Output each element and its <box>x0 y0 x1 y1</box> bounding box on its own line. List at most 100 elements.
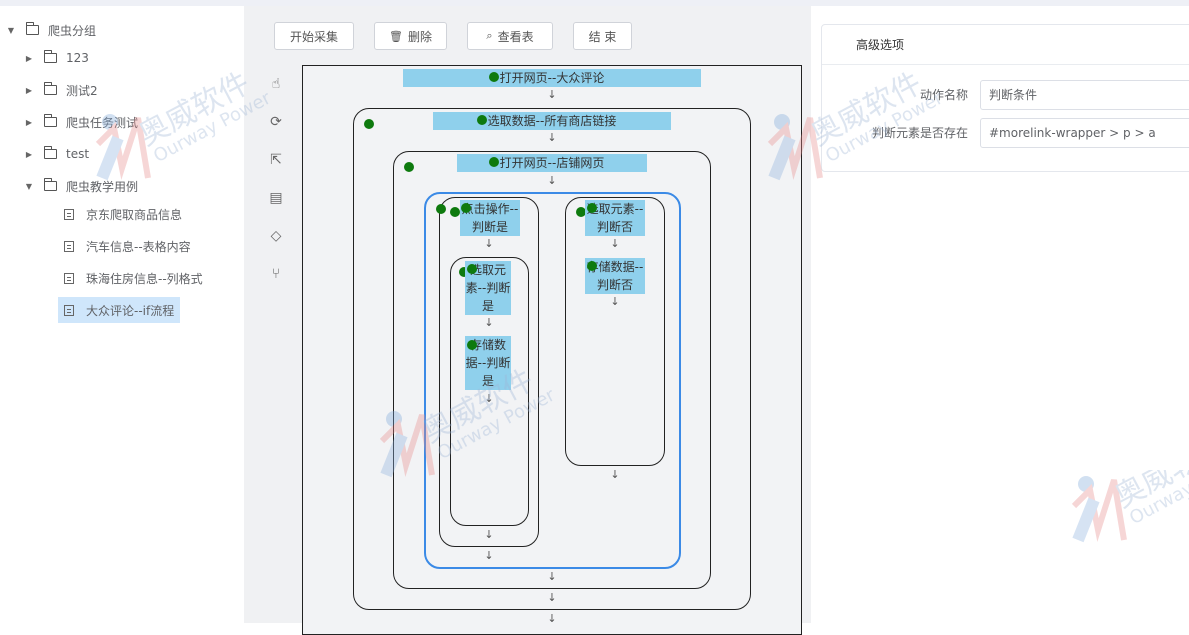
caret-right-icon[interactable]: ▶ <box>25 117 33 127</box>
flow-step-open-page[interactable]: 打开网页--大众评论 <box>403 69 701 87</box>
status-dot <box>587 261 597 271</box>
open-page-container[interactable] <box>393 151 711 589</box>
view-table-label: 查看表 <box>497 29 534 44</box>
status-dot <box>450 207 460 217</box>
folder-open-icon <box>44 178 57 191</box>
trash-icon: 🗑 <box>389 29 403 43</box>
document-icon <box>64 240 74 252</box>
delete-button[interactable]: 🗑 删除 <box>374 22 447 50</box>
arrow-down-icon: ↓ <box>610 295 620 308</box>
status-dot <box>436 204 446 214</box>
tree-folder-label: 测试2 <box>66 83 98 98</box>
tree-folder[interactable]: ▶ test <box>24 141 89 167</box>
folder-icon <box>44 82 57 95</box>
tree-task[interactable]: 汽车信息--表格内容 <box>64 233 191 259</box>
flow-step-label: 存储数据--判断是 <box>465 338 511 388</box>
element-exists-row: 判断元素是否存在 #morelink-wrapper > p > a <box>822 118 1189 148</box>
branch-icon[interactable]: ⑂ <box>271 266 281 282</box>
caret-down-icon[interactable]: ▼ <box>25 181 33 191</box>
flow-step-label: 选取元素--判断是 <box>465 263 511 313</box>
status-dot <box>477 115 487 125</box>
flow-step-label: 点击操作--判断是 <box>461 202 519 234</box>
arrow-down-icon: ↓ <box>610 237 620 250</box>
element-exists-label: 判断元素是否存在 <box>871 126 968 140</box>
tree-task[interactable]: 珠海住房信息--列格式 <box>64 265 203 291</box>
tree-folder[interactable]: ▶ 爬虫任务测试 <box>24 109 138 135</box>
delete-label: 删除 <box>407 29 432 44</box>
flow-step-open-shop[interactable]: 打开网页--店铺网页 <box>457 154 647 172</box>
arrow-down-icon: ↓ <box>484 316 494 329</box>
loop-icon[interactable]: ⟳ <box>270 114 282 130</box>
view-table-button[interactable]: ⌕ 查看表 <box>467 22 553 50</box>
flow-editor: 开始采集 🗑 删除 ⌕ 查看表 结 束 ☝ ⟳ ⇱ ▤ ◇ ⑂ 打开网页--大众… <box>244 6 811 635</box>
start-collect-button[interactable]: 开始采集 <box>274 22 354 50</box>
arrow-down-icon: ↓ <box>484 549 494 562</box>
caret-right-icon[interactable]: ▶ <box>25 85 33 95</box>
flow-step-click-yes[interactable]: 点击操作--判断是 <box>460 200 520 236</box>
arrow-down-icon: ↓ <box>547 591 557 604</box>
folder-icon <box>44 114 57 127</box>
flow-step-label: 存储数据--判断否 <box>586 260 644 292</box>
arrow-down-icon: ↓ <box>547 570 557 583</box>
status-dot <box>467 340 477 350</box>
click-action-icon[interactable]: ☝ <box>271 76 281 92</box>
status-dot <box>461 203 471 213</box>
loop-container[interactable] <box>353 108 751 610</box>
tree-task-selected[interactable]: 大众评论--if流程 <box>58 297 181 323</box>
document-icon <box>64 208 74 220</box>
branch-no[interactable] <box>565 197 665 466</box>
options-panel: 高级选项 动作名称 判断条件 判断元素是否存在 #morelink-wrappe… <box>811 6 1189 623</box>
tree-task[interactable]: 京东爬取商品信息 <box>64 201 182 227</box>
caret-down-icon[interactable]: ▼ <box>7 25 15 35</box>
flow-step-label: 打开网页--大众评论 <box>499 71 605 85</box>
tree-task-label: 珠海住房信息--列格式 <box>86 271 203 286</box>
tree-folder-expanded[interactable]: ▼ 爬虫教学用例 <box>24 173 138 199</box>
tree-folder-label: 爬虫任务测试 <box>66 115 139 130</box>
arrow-down-icon: ↓ <box>547 88 557 101</box>
status-dot <box>489 157 499 167</box>
tag-icon[interactable]: ◇ <box>270 228 282 244</box>
flow-step-select-data[interactable]: 选取数据--所有商店链接 <box>433 112 671 130</box>
tree-root[interactable]: ▼ 爬虫分组 <box>6 17 96 43</box>
status-dot <box>576 207 586 217</box>
tree-folder-label: 123 <box>66 51 89 65</box>
extract-data-icon[interactable]: ▤ <box>269 190 283 206</box>
branch-yes[interactable] <box>439 197 539 547</box>
tree-folder[interactable]: ▶ 测试2 <box>24 77 98 103</box>
flow-canvas: 打开网页--大众评论 ↓ 选取数据--所有商店链接 ↓ 打开网页--店铺网页 ↓… <box>302 65 802 635</box>
arrow-down-icon: ↓ <box>484 528 494 541</box>
status-dot <box>364 119 374 129</box>
status-dot <box>404 162 414 172</box>
arrow-down-icon: ↓ <box>484 392 494 405</box>
folder-icon <box>26 22 39 35</box>
tree-folder-label: test <box>66 147 90 161</box>
tree-root-label: 爬虫分组 <box>48 23 97 38</box>
tree-folder-label: 爬虫教学用例 <box>66 179 139 194</box>
flow-step-label: 打开网页--店铺网页 <box>499 156 605 170</box>
flow-step-store-yes[interactable]: 存储数据--判断是 <box>465 336 511 390</box>
task-tree: ▼ 爬虫分组 ▶ 123 ▶ 测试2 ▶ 爬虫任务测试 ▶ test ▼ 爬虫教… <box>0 6 244 623</box>
select-element-icon[interactable]: ⇱ <box>270 152 282 168</box>
tree-task-label: 大众评论--if流程 <box>86 303 175 318</box>
status-dot <box>489 72 499 82</box>
document-icon <box>64 272 74 284</box>
end-label: 结 束 <box>588 29 617 44</box>
flow-step-label: 选取数据--所有商店链接 <box>487 114 617 128</box>
caret-right-icon[interactable]: ▶ <box>25 149 33 159</box>
flow-step-select-yes[interactable]: 选取元素--判断是 <box>465 261 511 315</box>
caret-right-icon[interactable]: ▶ <box>25 53 33 63</box>
end-button[interactable]: 结 束 <box>573 22 632 50</box>
element-exists-input[interactable]: #morelink-wrapper > p > a <box>980 118 1189 148</box>
advanced-options-card: 高级选项 动作名称 判断条件 判断元素是否存在 #morelink-wrappe… <box>821 24 1189 172</box>
status-dot <box>459 267 469 277</box>
branch-yes-inner[interactable] <box>450 257 529 526</box>
document-icon <box>64 304 74 316</box>
tree-folder[interactable]: ▶ 123 <box>24 45 89 71</box>
action-name-input[interactable]: 判断条件 <box>980 80 1189 110</box>
arrow-down-icon: ↓ <box>484 237 494 250</box>
folder-icon <box>44 50 57 63</box>
start-collect-label: 开始采集 <box>289 29 338 44</box>
arrow-down-icon: ↓ <box>547 612 557 625</box>
condition-container[interactable] <box>424 192 681 569</box>
status-dot <box>467 264 477 274</box>
